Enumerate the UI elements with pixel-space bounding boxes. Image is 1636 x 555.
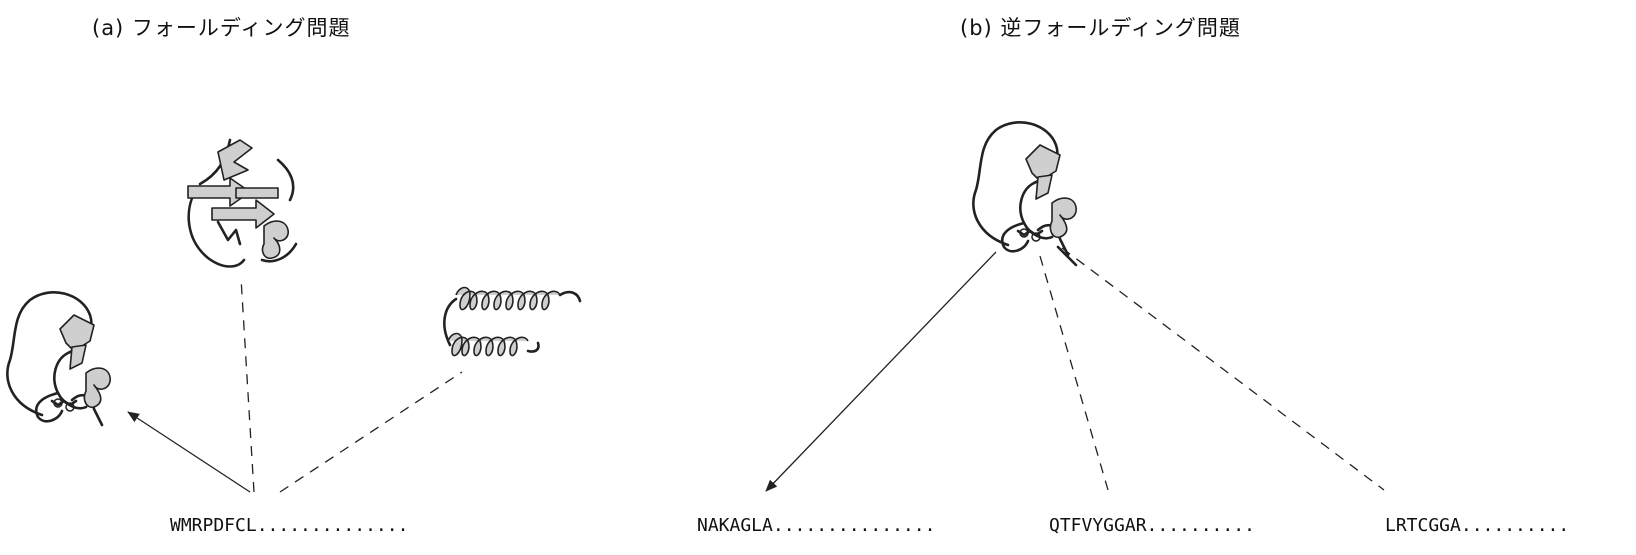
dashed-link-seq-2 xyxy=(1039,255,1109,491)
sequence-candidate-1: NAKAGLA............... xyxy=(697,515,935,536)
dashed-link-seq-3 xyxy=(1061,247,1385,491)
protein-structure-target-b xyxy=(972,121,1078,267)
panel-a-title: (a) フォールディング問題 xyxy=(92,16,351,40)
protein-structure-beta xyxy=(187,138,298,268)
dashed-link-beta xyxy=(240,277,255,493)
protein-structure-helix xyxy=(443,286,582,357)
dashed-link-helix xyxy=(279,371,463,493)
sequence-candidate-2: QTFVYGGAR.......... xyxy=(1049,515,1255,536)
protein-structure-target-a xyxy=(6,291,112,427)
sequence-candidate-3: LRTCGGA.......... xyxy=(1385,515,1569,536)
arrow-to-native-fold xyxy=(127,411,251,493)
sequence-query: WMRPDFCL.............. xyxy=(170,515,408,536)
arrow-to-designed-sequence xyxy=(765,251,997,492)
panel-b-title: (b) 逆フォールディング問題 xyxy=(960,16,1241,40)
